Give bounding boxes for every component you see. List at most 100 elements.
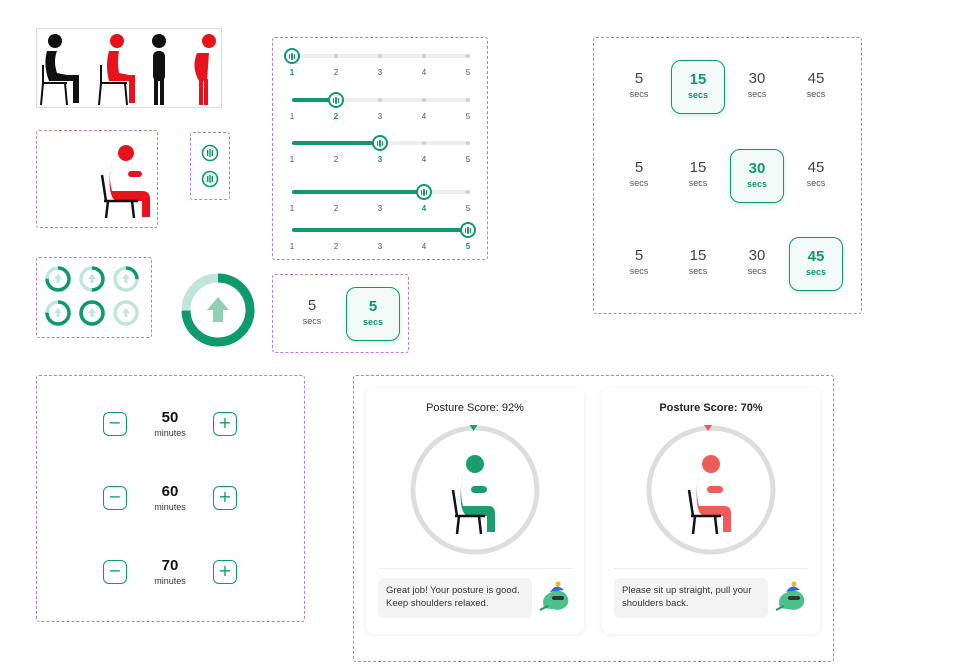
chair-figure-icon: [687, 455, 731, 535]
slider-fill: [292, 141, 380, 145]
score-marker: [704, 425, 713, 431]
secs-unit: secs: [806, 89, 826, 99]
slider-tick-label: 1: [289, 242, 295, 251]
secs-option[interactable]: 5 secs: [612, 237, 666, 291]
minutes-value: 50: [161, 409, 179, 426]
slider-step-dot: [378, 98, 382, 102]
slider-tick-label: 5: [465, 242, 471, 251]
slider[interactable]: 1 2 3 4 5: [286, 180, 474, 220]
slider-thumb-icon[interactable]: [372, 135, 388, 151]
secs-unit: secs: [629, 266, 649, 276]
slider-thumb-icon[interactable]: [460, 222, 476, 238]
secs-value: 5: [368, 298, 378, 315]
progress-ring-icon: [113, 300, 139, 326]
slider-fill: [292, 190, 424, 194]
slider-thumb-icon[interactable]: [284, 48, 300, 64]
slider-fill: [292, 98, 336, 102]
secs-value: 45: [807, 159, 825, 176]
chair-figure-icon: [100, 145, 150, 219]
secs-unit: secs: [688, 266, 708, 276]
secs-option[interactable]: 45 secs: [789, 60, 843, 114]
slider-tick-label: 5: [465, 68, 471, 77]
card-divider: [614, 568, 808, 569]
slider-fill: [292, 228, 468, 232]
posture-card: Posture Score: 70%Please sit up straight…: [602, 388, 820, 634]
slider-tick-label: 3: [377, 68, 383, 77]
slider-tick-label: 5: [465, 112, 471, 121]
decrement-button[interactable]: −: [103, 486, 127, 510]
posture-score-frame: [353, 375, 834, 662]
slider-tick-label: 2: [333, 112, 339, 121]
progress-ring-icon: [79, 300, 105, 326]
slider-step-dot: [466, 190, 470, 194]
slider-tick-label: 4: [421, 204, 427, 213]
decrement-button[interactable]: −: [103, 412, 127, 436]
secs-unit: secs: [806, 178, 826, 188]
slider-tick-label: 2: [333, 204, 339, 213]
sliders-frame: [272, 37, 488, 260]
slider-step-dot: [378, 54, 382, 58]
secs-option[interactable]: 45 secs: [789, 149, 843, 203]
secs-value: 45: [807, 248, 825, 265]
slider-step-dot: [422, 141, 426, 145]
secs-unit: secs: [747, 266, 767, 276]
secs-value: 5: [634, 247, 644, 264]
slider-tick-label: 3: [377, 204, 383, 213]
posture-message: Great job! Your posture is good. Keep sh…: [378, 578, 532, 618]
small-secs-frame: [272, 274, 409, 353]
posture-score-title: Posture Score: 92%: [426, 402, 524, 414]
slider-thumb-icon[interactable]: [328, 92, 344, 108]
score-marker: [469, 425, 478, 431]
secs-value: 5: [634, 70, 644, 87]
progress-ring-icon: [45, 300, 71, 326]
minutes-value: 70: [161, 557, 179, 574]
progress-rings: [45, 266, 139, 326]
increment-button[interactable]: +: [213, 412, 237, 436]
slider-tick-label: 3: [377, 242, 383, 251]
progress-ring-icon: [45, 266, 71, 292]
slider-tick-label: 4: [421, 112, 427, 121]
slider-tick-label: 1: [289, 68, 295, 77]
secs-value: 15: [689, 71, 707, 88]
decrement-button[interactable]: −: [103, 560, 127, 584]
slider-step-dot: [422, 54, 426, 58]
slider-tick-label: 1: [289, 204, 295, 213]
slider-tick-label: 2: [333, 155, 339, 164]
increment-button[interactable]: +: [213, 560, 237, 584]
slider-tick-label: 4: [421, 155, 427, 164]
secs-value: 45: [807, 70, 825, 87]
increment-button[interactable]: +: [213, 486, 237, 510]
posture-message: Please sit up straight, pull your should…: [614, 578, 768, 618]
slider-tick-label: 4: [421, 242, 427, 251]
slider-step-dot: [334, 54, 338, 58]
slider-tick-label: 5: [465, 204, 471, 213]
posture-gauge: [410, 425, 540, 555]
secs-value: 30: [748, 160, 766, 177]
minutes-unit: minutes: [154, 502, 186, 512]
slider-tick-label: 4: [421, 68, 427, 77]
progress-ring-icon: [79, 266, 105, 292]
secs-unit: secs: [747, 89, 767, 99]
mascot-icon: [775, 581, 805, 611]
steppers-frame: [36, 375, 305, 622]
slider-thumb-icon[interactable]: [416, 184, 432, 200]
secs-value: 15: [689, 159, 707, 176]
card-divider: [378, 568, 572, 569]
